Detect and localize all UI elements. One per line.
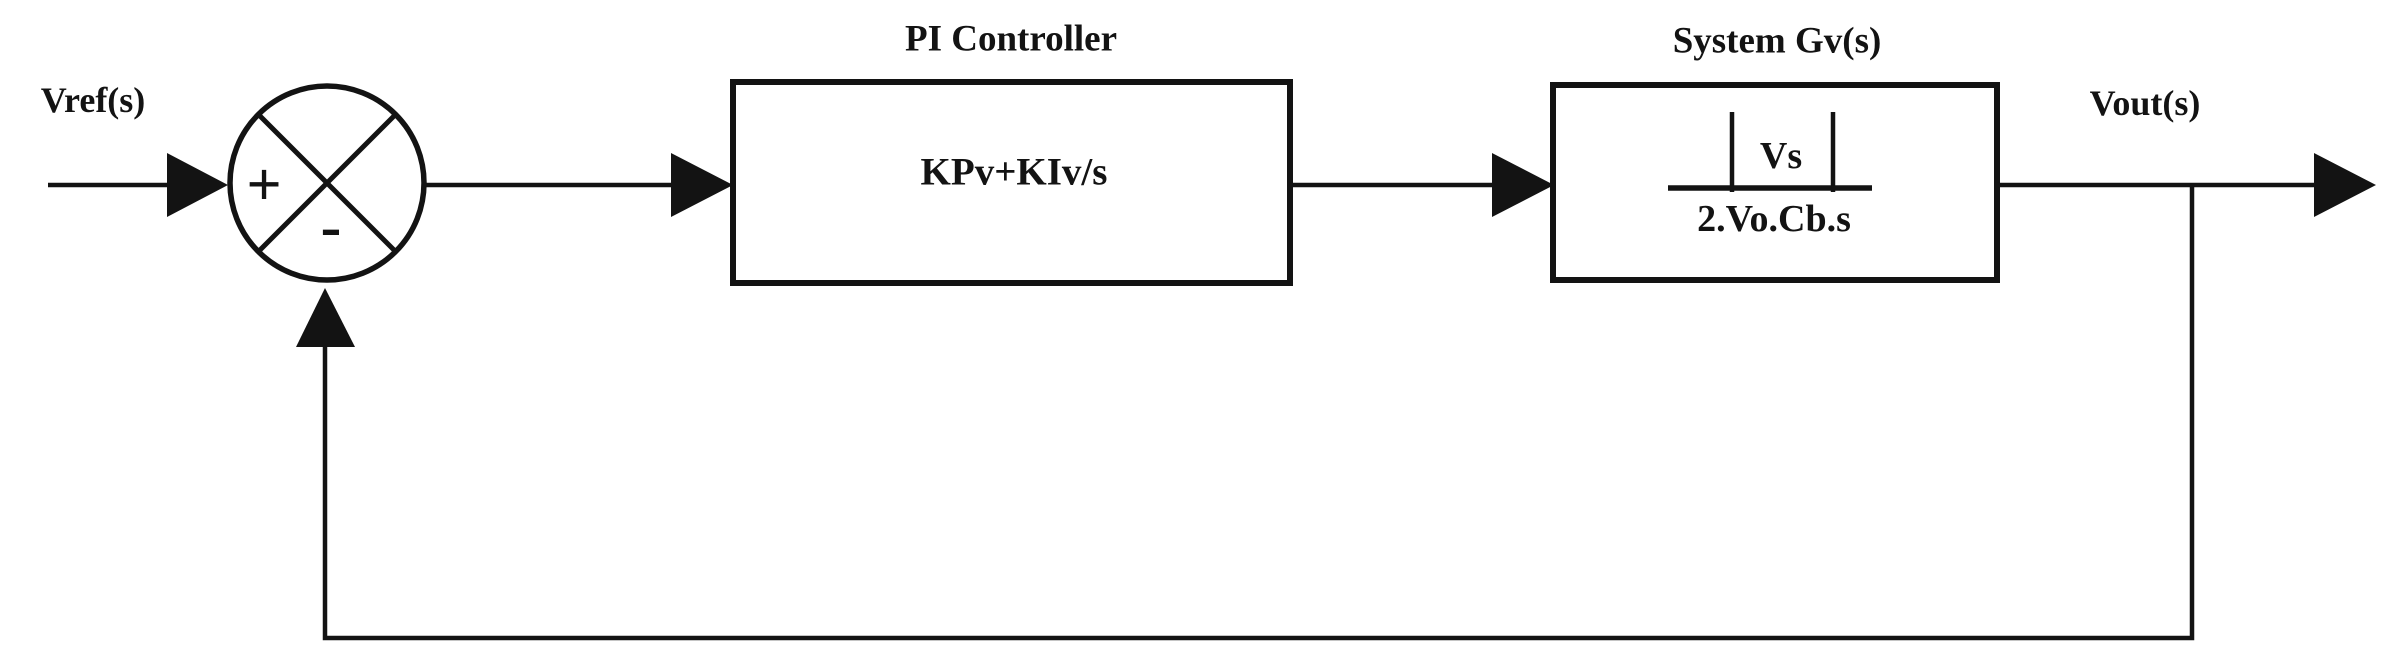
system-input-arrowhead-icon <box>1492 153 1554 217</box>
system-title: System Gv(s) <box>1673 21 1882 62</box>
feedback-arrowhead-icon <box>296 288 355 347</box>
system-box <box>1550 82 2000 283</box>
summing-cross-line-2 <box>256 112 398 254</box>
controller-title: PI Controller <box>905 19 1117 60</box>
vref-label: Vref(s) <box>41 80 146 120</box>
pi-controller-box <box>730 79 1293 286</box>
summing-plus-sign: + <box>246 151 281 219</box>
controller-input-arrowhead-icon <box>671 153 733 217</box>
feedback-line <box>322 185 2195 641</box>
vout-label: Vout(s) <box>2090 83 2201 123</box>
system-denominator-label: 2.Vo.Cb.s <box>1697 198 1851 240</box>
controller-transfer-function: KPv+KIv/s <box>921 151 1108 194</box>
system-numerator-label: Vs <box>1760 135 1802 177</box>
summing-junction-circle <box>227 83 427 283</box>
output-arrowhead-icon <box>2314 153 2376 217</box>
input-arrowhead-icon <box>167 153 228 217</box>
summing-minus-sign: - <box>321 193 342 261</box>
